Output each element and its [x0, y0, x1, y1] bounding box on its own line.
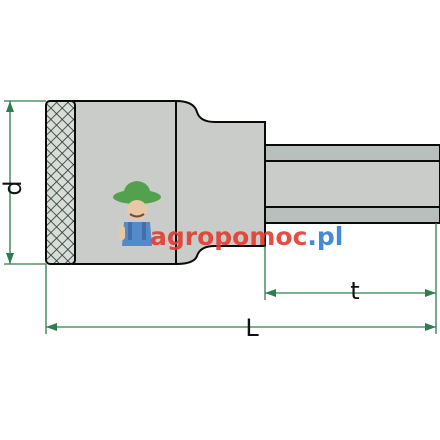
dimension-L [45, 264, 437, 334]
watermark-text: agropomoc.pl [150, 222, 343, 251]
hex-bit-lower-face [264, 206, 440, 224]
dimension-t-label: t [350, 277, 359, 305]
watermark-text-main: agropomoc [150, 222, 307, 251]
dimension-d [4, 100, 46, 265]
farmer-mascot-icon [113, 181, 161, 246]
dimension-t [264, 223, 437, 300]
hex-bit-upper-face [264, 144, 440, 162]
hex-bit-middle-face [264, 160, 440, 208]
watermark-text-suffix: .pl [307, 222, 343, 251]
knurled-grip [45, 100, 76, 265]
dimension-d-label: d [0, 180, 27, 195]
dimension-L-label: L [245, 314, 259, 342]
